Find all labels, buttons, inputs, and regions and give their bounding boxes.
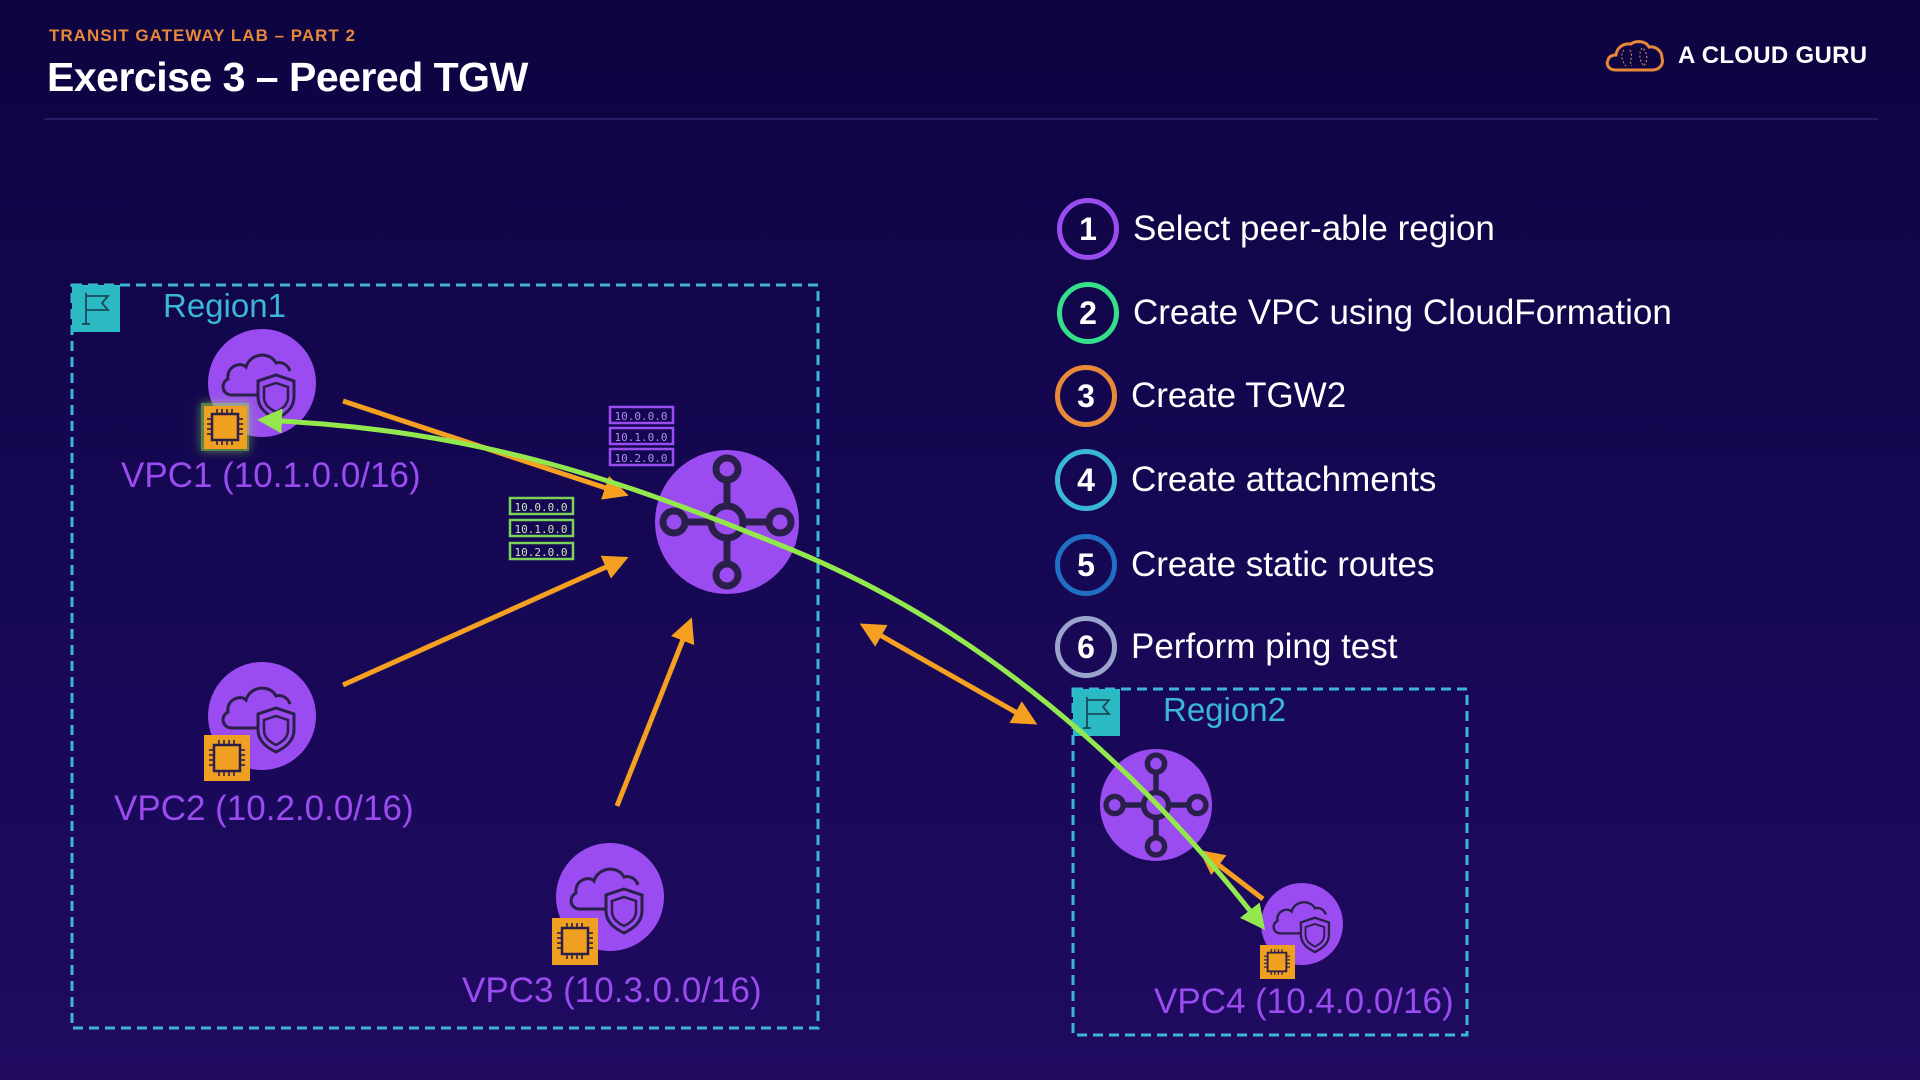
region-label: Region1 xyxy=(163,287,286,324)
ec2-instance xyxy=(204,406,247,449)
route-entry: 10.0.0.0 xyxy=(515,501,568,514)
route-entry: 10.2.0.0 xyxy=(515,546,568,559)
vpc-2: VPC2 (10.2.0.0/16) xyxy=(114,662,414,828)
tgw1-route-table-green: 10.0.0.0 10.1.0.0 10.2.0.0 xyxy=(508,496,575,561)
route-entry: 10.0.0.0 xyxy=(615,410,668,423)
region-label: Region2 xyxy=(1163,691,1286,728)
step-1: 1 Select peer-able region xyxy=(1057,198,1495,260)
brand-logo: A CLOUD GURU xyxy=(1604,38,1867,74)
vpc3-attachment-arrow xyxy=(614,617,695,807)
vpc-4: VPC4 (10.4.0.0/16) xyxy=(1154,883,1454,1021)
step-2: 2 Create VPC using CloudFormation xyxy=(1057,282,1672,344)
region-boundary xyxy=(1071,687,1469,1037)
page-title: Exercise 3 – Peered TGW xyxy=(47,54,528,100)
header-divider xyxy=(44,118,1878,120)
ec2-instance xyxy=(552,918,598,965)
route-entry: 10.1.0.0 xyxy=(515,523,568,536)
step-number-badge: 2 xyxy=(1057,282,1119,344)
vpc-label: VPC1 (10.1.0.0/16) xyxy=(121,456,421,495)
vpc-label: VPC2 (10.2.0.0/16) xyxy=(114,789,414,828)
region-flag-badge xyxy=(72,285,120,332)
region-boundary xyxy=(70,283,820,1030)
tgw1-route-table-purple: 10.0.0.0 10.1.0.0 10.2.0.0 xyxy=(608,405,675,467)
step-label: Select peer-able region xyxy=(1133,209,1495,248)
vpc2-attachment-arrow xyxy=(341,555,629,688)
step-number-badge: 1 xyxy=(1057,198,1119,260)
ec2-instance xyxy=(1260,945,1295,979)
cloud-logo-icon xyxy=(1605,40,1664,72)
vpc-3: VPC3 (10.3.0.0/16) xyxy=(462,843,762,1010)
brand-name: A CLOUD GURU xyxy=(1678,42,1868,69)
route-entry: 10.1.0.0 xyxy=(615,431,668,444)
vpc-label: VPC3 (10.3.0.0/16) xyxy=(462,971,762,1010)
step-label: Create VPC using CloudFormation xyxy=(1133,293,1672,332)
route-entry: 10.2.0.0 xyxy=(615,452,668,465)
region-1: Region1 xyxy=(70,283,820,1030)
ec2-instance xyxy=(204,735,250,781)
lab-eyebrow: TRANSIT GATEWAY LAB – PART 2 xyxy=(49,26,356,45)
ping-path-arrow xyxy=(257,408,1266,930)
vpc-label: VPC4 (10.4.0.0/16) xyxy=(1154,982,1454,1021)
